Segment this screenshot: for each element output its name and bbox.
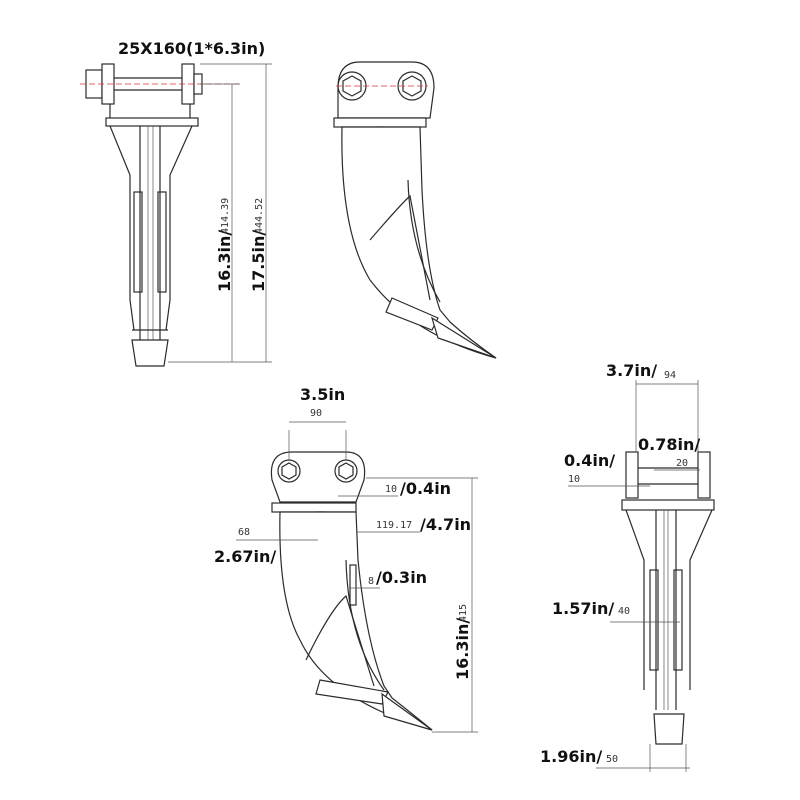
shank-in-label: 1.57in/ (552, 599, 614, 618)
mount-base-plate (105, 117, 199, 127)
tooth-tip (131, 339, 169, 367)
plate-mm-label: 10 (568, 474, 580, 485)
hole-spacing-in-label: 3.5in (300, 385, 345, 404)
front-height-mm-label: 415 (458, 604, 469, 622)
front-view-dimensioned: 3.5in 90 10 /0.4in 119.17 /4.7in 68 2.67… (214, 385, 478, 733)
tip-mm-label: 50 (606, 754, 618, 765)
tip-in-label: 1.96in/ (540, 747, 602, 766)
side-view-left: 25X160(1*6.3in) 16.3in/ 414.39 17.5in/ 4… (80, 39, 272, 367)
shank-mm-label: 40 (618, 606, 630, 617)
shank-offset-mm-label: 68 (238, 527, 250, 538)
mount-head (337, 61, 435, 119)
height-a-mm-label: 414.39 (220, 198, 231, 234)
pin-spec-label: 25X160(1*6.3in) (118, 39, 265, 58)
width-in-label: 3.7in/ (606, 361, 657, 380)
plate-thickness-mm-label: 10 (385, 484, 397, 495)
profile-view-top (333, 61, 497, 359)
right-bracket-plate-b (697, 451, 711, 499)
height-a-in-label: 16.3in/ (215, 230, 234, 292)
height-b-in-label: 17.5in/ (249, 230, 268, 292)
front-height-in-label: 16.3in/ (453, 618, 472, 680)
plate-in-label: 0.4in/ (564, 451, 615, 470)
gap-in-label: 0.78in/ (638, 435, 700, 454)
width-mm-label: 94 (664, 370, 676, 381)
hole-spacing-mm-label: 90 (310, 408, 322, 419)
right-bracket-plate-a (625, 451, 639, 499)
plate-thickness-in-label: /0.4in (400, 479, 451, 498)
offset-in-label: /4.7in (420, 515, 471, 534)
rib-in-label: /0.3in (376, 568, 427, 587)
rib-mm-label: 8 (368, 576, 374, 587)
side-view-right: 3.7in/ 94 0.78in/ 20 0.4in/ 10 1.57in/ 4… (540, 361, 715, 772)
shank-offset-in-label: 2.67in/ (214, 547, 276, 566)
height-b-mm-label: 444.52 (254, 198, 265, 234)
gap-mm-label: 20 (676, 458, 688, 469)
offset-mm-label: 119.17 (376, 520, 412, 531)
right-tooth-tip (653, 713, 685, 745)
